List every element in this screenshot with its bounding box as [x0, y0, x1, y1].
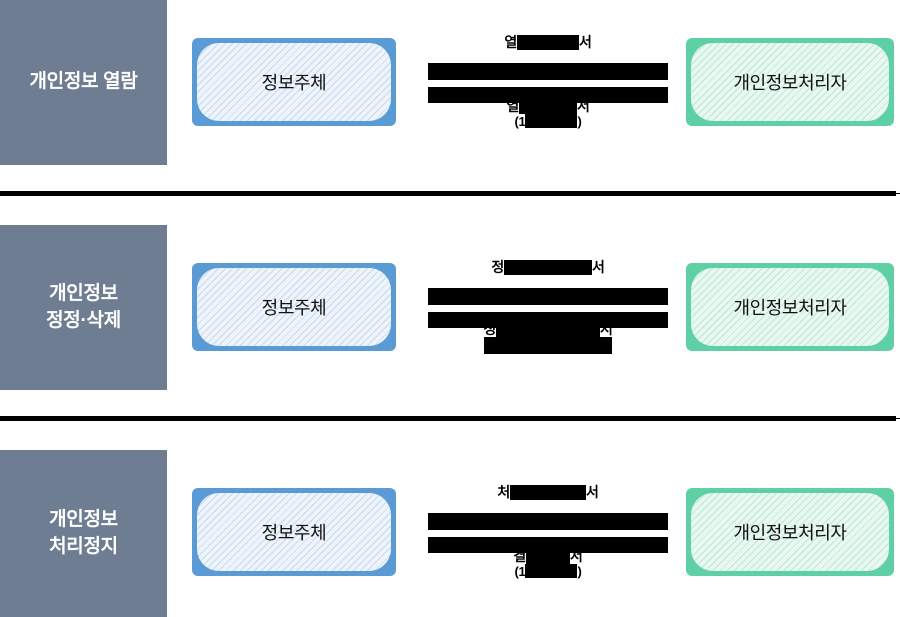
section-divider-1-tail: [0, 193, 900, 194]
flow-sublabel-response-access: (1): [428, 113, 668, 130]
flow-label-request-suffix-suspension: 서: [586, 484, 599, 500]
category-panel-processing-suspension: 개인정보 처리정지: [0, 450, 167, 617]
actor-box-controller-access: 개인정보처리자: [686, 38, 894, 126]
flow-label-request-suffix-correction: 서: [592, 259, 605, 275]
redaction-bar-sublabel-access: [525, 114, 578, 129]
actor-box-subject-correction: 정보주체: [192, 263, 396, 351]
flow-arrow-response-access: [428, 87, 668, 103]
redaction-bar-sublabel-suspension: [525, 564, 578, 579]
flow-label-request-prefix-access: 열: [504, 34, 517, 50]
flow-label-request-suffix-access: 서: [579, 34, 592, 50]
redaction-bar-response-access: [519, 98, 577, 114]
flow-sublabel-prefix-access: (1: [514, 113, 526, 129]
redaction-bar-request-suspension: [510, 484, 586, 500]
flow-label-response-prefix-access: 열: [506, 98, 519, 114]
actor-label-controller-access: 개인정보처리자: [733, 73, 847, 93]
flow-label-response-suspension: 결 서 (1): [428, 548, 668, 580]
redaction-bar-request-correction: [504, 259, 592, 275]
flow-label-request-prefix-suspension: 처: [497, 484, 510, 500]
flow-arrow-request-suspension: [428, 513, 668, 530]
flow-sublabel-response-correction: [428, 336, 668, 355]
actor-box-subject-access: 정보주체: [192, 38, 396, 126]
actor-fill-controller-access: 개인정보처리자: [691, 43, 889, 121]
actor-label-controller-correction: 개인정보처리자: [733, 298, 847, 318]
flow-label-response-prefix-correction: 정: [483, 321, 496, 337]
flow-sublabel-suffix-access: ): [577, 113, 582, 129]
flow-sublabel-response-suspension: (1): [428, 563, 668, 580]
actor-box-controller-suspension: 개인정보처리자: [686, 488, 894, 576]
actor-box-subject-suspension: 정보주체: [192, 488, 396, 576]
flow-label-response-access: 열 서 (1): [428, 98, 668, 130]
flow-label-response-suffix-suspension: 서: [570, 548, 583, 564]
redaction-bar-sublabel-correction: [484, 336, 612, 354]
flow-label-response-suffix-access: 서: [577, 98, 590, 114]
redaction-bar-request-access: [517, 34, 579, 50]
flow-arrow-request-correction: [428, 288, 668, 305]
flow-label-response-prefix-suspension: 결: [513, 548, 526, 564]
category-label-correction-deletion: 개인정보 정정·삭제: [46, 282, 121, 331]
actor-fill-subject-correction: 정보주체: [197, 268, 391, 346]
category-panel-correction-deletion: 개인정보 정정·삭제: [0, 225, 167, 390]
actor-fill-subject-access: 정보주체: [197, 43, 391, 121]
actor-label-controller-suspension: 개인정보처리자: [733, 523, 847, 543]
flow-sublabel-prefix-suspension: (1: [514, 563, 526, 579]
category-label-access: 개인정보 열람: [29, 71, 138, 93]
flow-sublabel-suffix-suspension: ): [577, 563, 582, 579]
flow-arrow-response-correction: [428, 312, 668, 328]
actor-label-subject-correction: 정보주체: [261, 298, 327, 318]
actor-box-controller-correction: 개인정보처리자: [686, 263, 894, 351]
redaction-bar-response-correction: [496, 321, 600, 337]
flow-arrow-request-access: [428, 63, 668, 80]
actor-fill-controller-suspension: 개인정보처리자: [691, 493, 889, 571]
actor-fill-controller-correction: 개인정보처리자: [691, 268, 889, 346]
flow-arrow-response-suspension: [428, 537, 668, 553]
flow-label-response-suffix-correction: 서: [600, 321, 613, 337]
redaction-bar-response-suspension: [526, 548, 570, 564]
category-panel-access: 개인정보 열람: [0, 0, 167, 165]
category-label-processing-suspension: 개인정보 처리정지: [49, 508, 118, 557]
actor-label-subject-access: 정보주체: [261, 73, 327, 93]
section-divider-2-tail: [0, 418, 900, 419]
flow-label-request-prefix-correction: 정: [491, 259, 504, 275]
actor-fill-subject-suspension: 정보주체: [197, 493, 391, 571]
actor-label-subject-suspension: 정보주체: [261, 523, 327, 543]
